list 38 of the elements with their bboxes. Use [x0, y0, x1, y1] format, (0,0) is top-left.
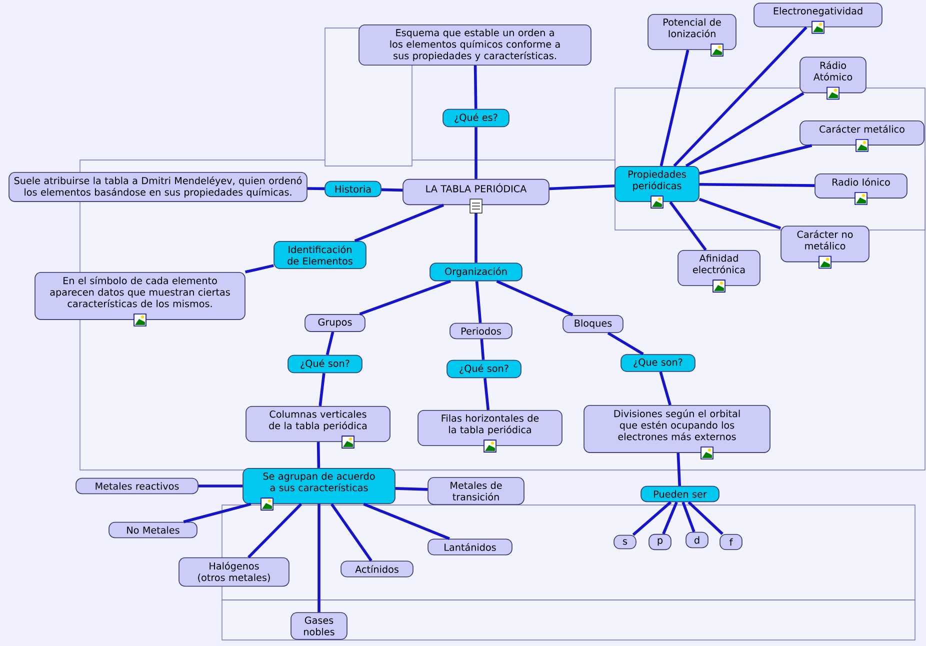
note-box: Bloques — [562, 314, 624, 334]
note-box: En el símbolo de cada elemento aparecen datos que muestran ciertas características de los mismos. — [34, 272, 246, 320]
concept-box: ¿Qué son? — [288, 354, 362, 374]
note-box: Halógenos (otros metales) — [178, 557, 290, 587]
note-box: Actínidos — [340, 560, 414, 578]
note-box: Gases nobles — [290, 612, 348, 640]
note-box: Esquema que estable un orden a los elementos químicos conforme a sus propiedades y características. — [358, 24, 592, 66]
note-box: Filas horizontales de la tabla periódica — [418, 410, 562, 446]
note-box: Carácter metálico — [800, 120, 924, 146]
note-box: Potencial de Ionización — [648, 14, 736, 50]
note-box: Electronegatividad — [754, 2, 882, 28]
note-box: Divisiones según el orbital que estén ocupando los electrones más externos — [584, 405, 770, 453]
note-box: Columnas verticales de la tabla periódica — [246, 406, 390, 442]
note-box: Radio Iónico — [814, 174, 908, 198]
concept-box: Pueden ser — [640, 486, 720, 502]
note-box: Lantánidos — [428, 538, 512, 556]
concept-box: Identificación de Elementos — [274, 240, 366, 270]
note-box: Metales de transición — [428, 477, 524, 505]
concept-box: Organización — [430, 262, 522, 282]
concept-box: Se agrupan de acuerdo a sus características — [242, 468, 396, 504]
note-box: Suele atribuirse la tabla a Dmitri Mendeléyev, quien ordenó los elementos basándose en sus propiedades químicas. — [8, 172, 308, 202]
letter-box: f — [720, 534, 742, 550]
note-box: Carácter no metálico — [780, 226, 870, 262]
note-box: Periodos — [450, 322, 512, 340]
concept-box: Historia — [324, 180, 382, 198]
concept-box: Propiedades periódicas — [614, 166, 700, 202]
note-box: Afinidad electrónica — [678, 250, 760, 286]
note-box: Rádio Atómico — [800, 56, 866, 94]
concept-box: ¿Qué es? — [442, 108, 510, 128]
note-box: Metales reactivos — [76, 478, 198, 494]
letter-box: s — [614, 534, 636, 550]
letter-box: p — [648, 534, 672, 550]
note-box: LA TABLA PERIÓDICA — [402, 178, 550, 206]
letter-box: d — [686, 532, 708, 548]
concept-box: ¿Que son? — [620, 354, 696, 372]
note-box: Grupos — [304, 314, 366, 332]
concept-box: ¿Qué son? — [446, 360, 522, 378]
note-box: No Metales — [108, 522, 198, 538]
